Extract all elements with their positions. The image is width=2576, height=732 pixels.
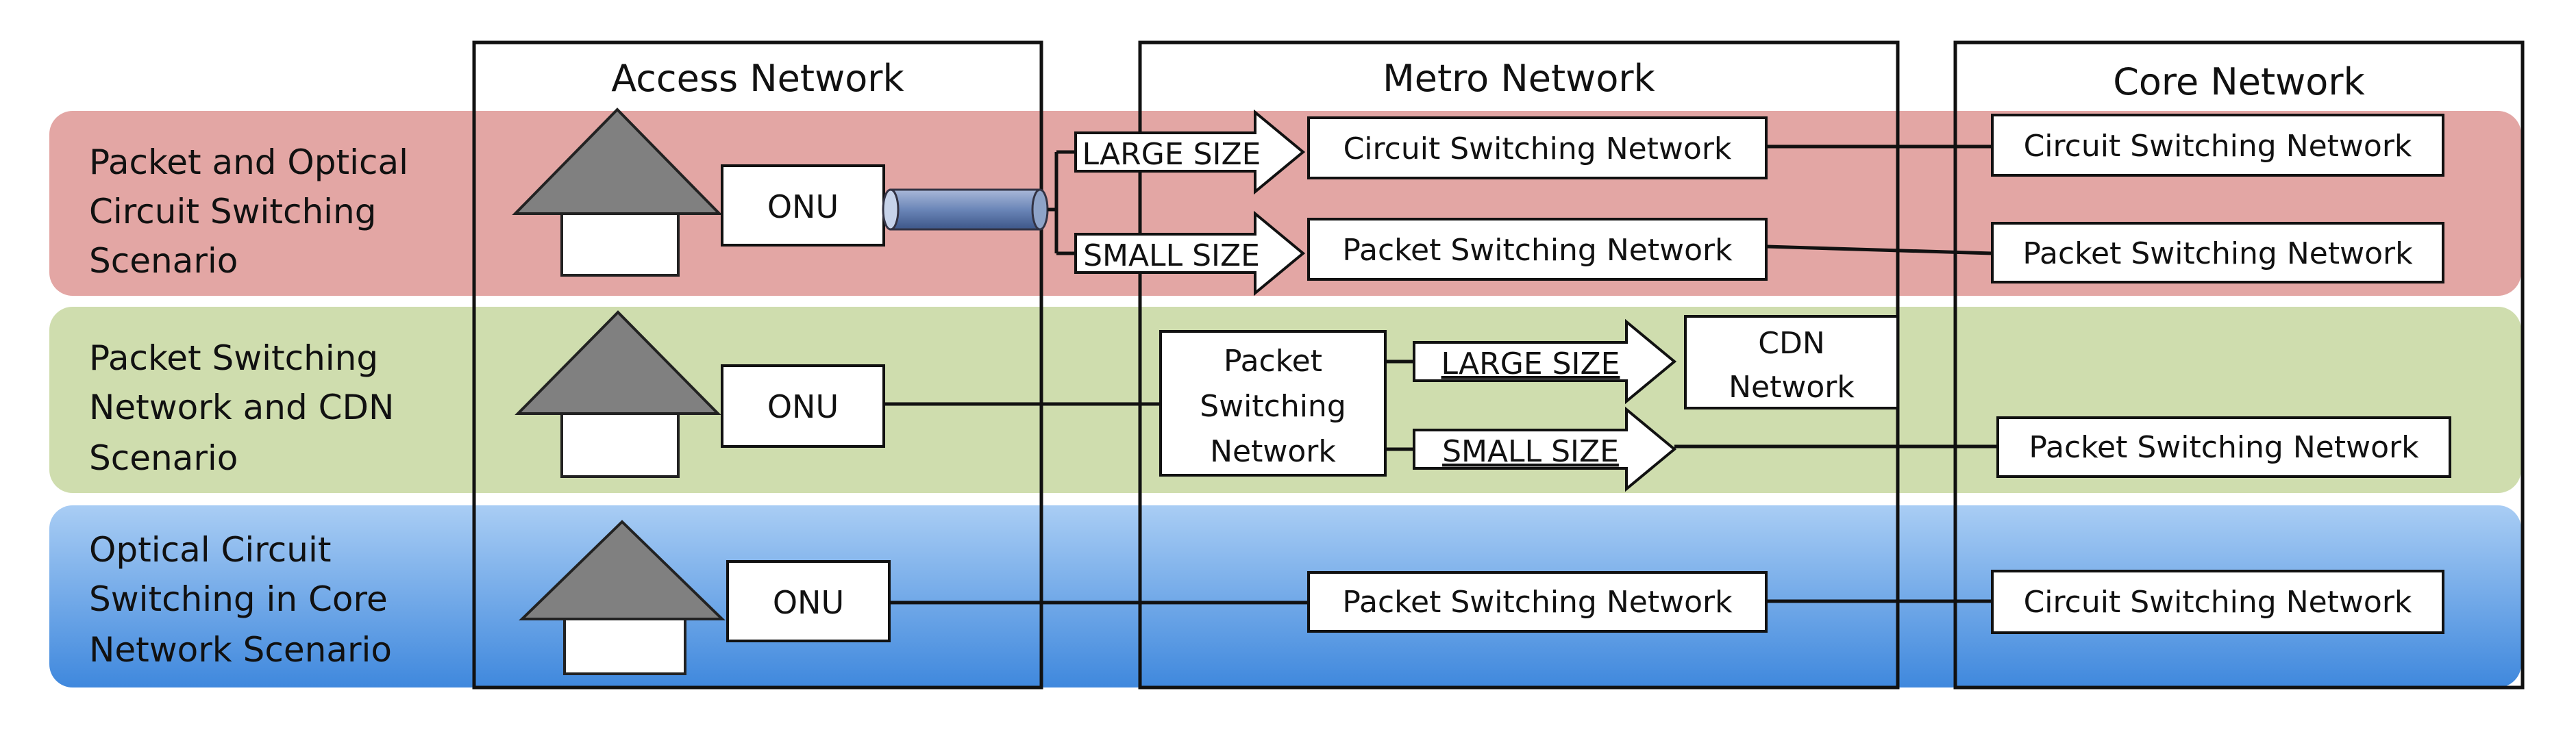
large-size-arrow-row-1: LARGE SIZE [1074, 109, 1306, 195]
core-network-header: Core Network [2113, 60, 2365, 103]
link-metro-core-packet [1766, 244, 1993, 255]
onu-box-row-3 [726, 560, 891, 642]
metro-network-header: Metro Network [1383, 57, 1655, 100]
onu-label-row-1: ONU [767, 188, 839, 225]
metro-packet-switching-box-row-1 [1307, 218, 1768, 281]
optical-fiber-icon [882, 188, 1049, 231]
scenario-2-label-line-1: Packet Switching [89, 338, 378, 378]
access-network-header: Access Network [611, 57, 904, 100]
core-packet-switching-box-row-1 [1991, 222, 2444, 283]
scenario-2-label-line-3: Scenario [89, 438, 238, 478]
cdn-network-box [1684, 315, 1899, 409]
small-size-arrow-row-1: SMALL SIZE [1074, 210, 1306, 296]
large-size-arrow-row-2: LARGE SIZE [1413, 318, 1677, 405]
metro-packet-switching-label-row-2-line-1: Packet [1224, 344, 1322, 379]
small-size-label-row-1: SMALL SIZE [1083, 238, 1260, 273]
cdn-network-label-line-1: CDN [1758, 326, 1825, 361]
scenario-3-label-line-3: Network Scenario [89, 630, 392, 670]
scenario-1-label: Packet and Optical Circuit Switching Sce… [89, 142, 408, 281]
core-packet-switching-box-row-2 [1996, 416, 2451, 478]
core-circuit-switching-box-row-3 [1991, 570, 2444, 634]
scenario-1-label-line-3: Scenario [89, 241, 238, 281]
metro-packet-switching-label-row-1: Packet Switching Network [1342, 233, 1733, 268]
metro-packet-switching-label-row-2-line-2: Switching [1200, 389, 1346, 424]
large-size-label-row-1: LARGE SIZE [1082, 137, 1261, 172]
metro-packet-switching-label-row-3: Packet Switching Network [1342, 585, 1733, 620]
large-size-label-row-2: LARGE SIZE [1441, 346, 1620, 381]
metro-circuit-switching-box-row-1 [1307, 116, 1768, 179]
metro-packet-switching-box-row-3 [1307, 571, 1768, 633]
house-icon [519, 520, 726, 675]
metro-packet-switching-box-row-2 [1159, 330, 1387, 477]
fiber-split-connector [1048, 150, 1076, 255]
core-network-column [1953, 40, 2525, 690]
core-circuit-switching-label-row-3: Circuit Switching Network [2024, 585, 2412, 620]
house-icon [515, 310, 721, 478]
metro-packet-switching-label-row-2-line-3: Network [1210, 434, 1336, 469]
small-size-label-row-2: SMALL SIZE [1442, 434, 1619, 469]
scenario-2-label: Packet Switching Network and CDN Scenari… [89, 338, 394, 478]
access-network-column [472, 40, 1043, 690]
scenario-3-label: Optical Circuit Switching in Core Networ… [89, 530, 392, 670]
scenario-2-label-line-2: Network and CDN [89, 388, 394, 427]
scenario-1-label-line-2: Circuit Switching [89, 192, 376, 231]
small-size-arrow-row-2: SMALL SIZE [1413, 406, 1677, 492]
onu-box-row-2 [721, 364, 885, 448]
scenario-1-label-line-1: Packet and Optical [89, 142, 408, 182]
core-circuit-switching-label-row-1: Circuit Switching Network [2024, 129, 2412, 164]
house-icon [512, 108, 723, 277]
scenario-3-label-line-2: Switching in Core [89, 579, 388, 619]
scenario-3-label-line-1: Optical Circuit [89, 530, 331, 570]
cdn-network-label-line-2: Network [1729, 370, 1855, 405]
core-circuit-switching-box-row-1 [1991, 114, 2444, 177]
core-packet-switching-label-row-1: Packet Switching Network [2022, 236, 2413, 271]
core-packet-switching-label-row-2: Packet Switching Network [2029, 430, 2419, 465]
metro-circuit-switching-label-row-1: Circuit Switching Network [1343, 131, 1732, 166]
onu-label-row-2: ONU [767, 388, 839, 425]
onu-label-row-3: ONU [773, 584, 844, 621]
